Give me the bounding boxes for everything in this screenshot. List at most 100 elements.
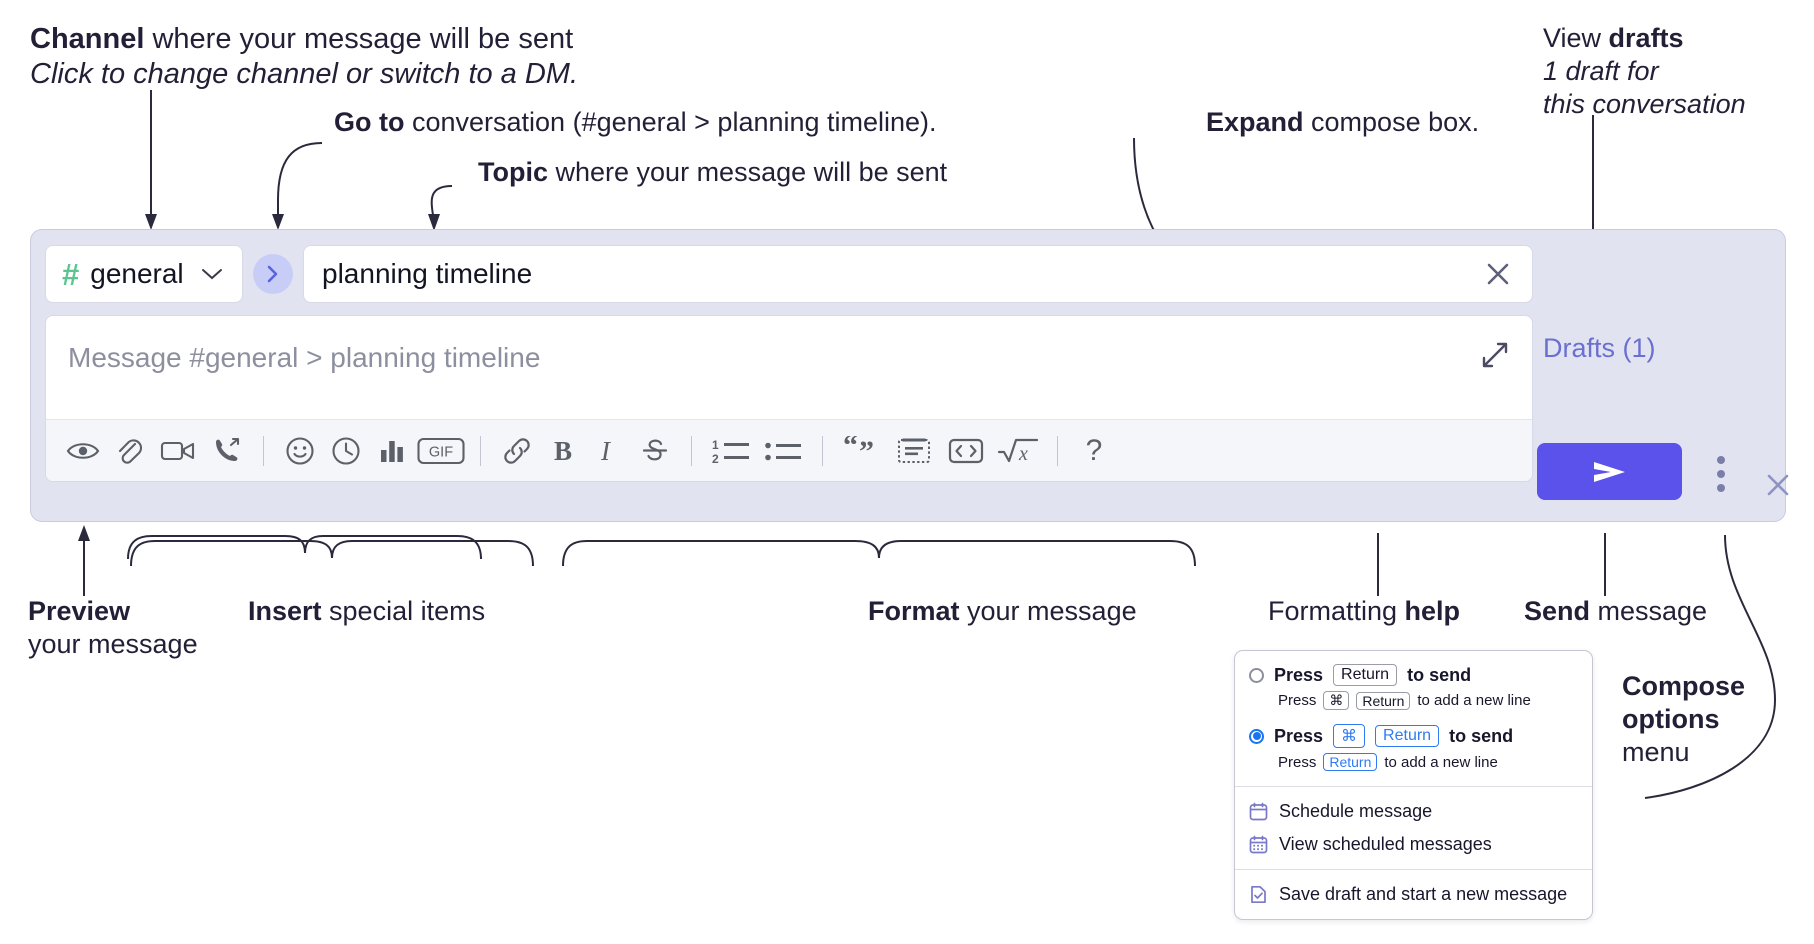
- blockquote-icon[interactable]: “”: [836, 428, 888, 474]
- latex-icon[interactable]: x: [992, 428, 1044, 474]
- attachment-icon[interactable]: [106, 428, 152, 474]
- svg-text:B: B: [554, 436, 572, 466]
- annotation-goto-rest: conversation (#general > planning timeli…: [404, 107, 937, 137]
- annotation-channel-bold: Channel: [30, 23, 145, 55]
- poll-icon[interactable]: [369, 428, 415, 474]
- kebab-dot: [1717, 484, 1725, 492]
- compose-inner: # general planning timeline M: [45, 244, 1533, 482]
- formatting-help-icon[interactable]: ?: [1085, 433, 1103, 467]
- compose-options-button[interactable]: [1707, 452, 1735, 496]
- annotation-channel: Channel where your message will be sent …: [30, 22, 670, 93]
- kebab-dot: [1717, 456, 1725, 464]
- svg-text:1: 1: [712, 438, 719, 452]
- svg-text:GIF: GIF: [429, 444, 453, 460]
- save-draft-icon: [1249, 885, 1268, 904]
- radio-selected[interactable]: [1249, 728, 1264, 744]
- radio-unselected[interactable]: [1249, 667, 1264, 683]
- toolbar-separator: [263, 435, 264, 466]
- menu-item-schedule-message[interactable]: Schedule message: [1235, 795, 1592, 828]
- annotation-expand: Expand compose box.: [1206, 106, 1479, 139]
- hash-icon: #: [62, 256, 80, 292]
- svg-text:2: 2: [712, 452, 719, 466]
- message-placeholder: Message #general > planning timeline: [68, 342, 541, 373]
- kebab-dot: [1717, 470, 1725, 478]
- bulleted-list-icon[interactable]: [757, 428, 809, 474]
- preview-icon[interactable]: [60, 428, 106, 474]
- code-block-icon[interactable]: [888, 428, 940, 474]
- toolbar-separator: [1057, 435, 1058, 466]
- hint-pre: Press: [1278, 753, 1317, 771]
- annotation-format: Format your message: [868, 595, 1137, 628]
- svg-text:“: “: [843, 436, 858, 462]
- key-command: ⌘: [1323, 691, 1350, 710]
- annotation-send: Send message: [1524, 595, 1707, 628]
- calendar-grid-icon: [1249, 835, 1268, 854]
- send-option-cmd-pre: Press: [1274, 725, 1324, 746]
- send-shortcut-options: Press Return to send Press ⌘ Return to a…: [1235, 651, 1592, 786]
- annotation-insert: Insert special items: [248, 595, 485, 628]
- annotation-drafts-line3: this conversation: [1543, 88, 1746, 119]
- close-compose-icon[interactable]: [1761, 468, 1795, 502]
- go-to-conversation-button[interactable]: [253, 254, 293, 294]
- video-icon[interactable]: [152, 428, 204, 474]
- compose-options-menu: Press Return to send Press ⌘ Return to a…: [1234, 650, 1593, 920]
- clear-topic-icon[interactable]: [1482, 258, 1514, 290]
- hint-pre: Press: [1278, 692, 1317, 709]
- emoji-icon[interactable]: [277, 428, 323, 474]
- compose-header-row: # general planning timeline: [45, 244, 1533, 304]
- hint-post: to add a new line: [1417, 692, 1531, 709]
- hint-post: to add a new line: [1384, 753, 1498, 771]
- annotation-channel-rest: where your message will be sent: [144, 23, 574, 55]
- gif-icon[interactable]: GIF: [415, 428, 467, 474]
- strikethrough-icon[interactable]: [632, 428, 678, 474]
- annotation-topic: Topic where your message will be sent: [478, 156, 947, 189]
- key-command: ⌘: [1333, 724, 1366, 748]
- annotation-insert-rest: special items: [321, 596, 486, 626]
- send-button[interactable]: [1537, 443, 1682, 500]
- expand-icon[interactable]: [1480, 340, 1510, 370]
- chevron-right-icon: [267, 265, 278, 283]
- annotation-formatting-help: Formatting help: [1268, 595, 1460, 628]
- channel-name-label: general: [90, 258, 184, 289]
- annotation-send-bold: Send: [1524, 596, 1591, 626]
- send-option-cmd-hint: Press Return to add a new line: [1235, 750, 1592, 777]
- menu-divider: [1235, 786, 1592, 787]
- annotation-insert-bold: Insert: [248, 596, 322, 626]
- formatting-toolbar: GIF B I: [46, 419, 1532, 481]
- clock-icon[interactable]: [323, 428, 369, 474]
- svg-text:I: I: [600, 436, 612, 466]
- annotation-compose-options-line3: menu: [1622, 736, 1690, 767]
- inline-code-icon[interactable]: [940, 428, 992, 474]
- annotation-goto: Go to conversation (#general > planning …: [334, 106, 937, 139]
- annotation-preview-bold: Preview: [28, 596, 131, 626]
- bold-icon[interactable]: B: [540, 428, 586, 474]
- annotation-topic-rest: where your message will be sent: [548, 157, 948, 187]
- send-option-cmd-return[interactable]: Press ⌘ Return to send: [1235, 722, 1592, 750]
- send-icon: [1593, 461, 1625, 482]
- menu-item-save-draft[interactable]: Save draft and start a new message: [1235, 878, 1592, 911]
- toolbar-separator: [691, 435, 692, 466]
- channel-selector[interactable]: # general: [45, 245, 243, 303]
- menu-item-view-scheduled-messages[interactable]: View scheduled messages: [1235, 828, 1592, 861]
- drafts-link[interactable]: Drafts (1): [1543, 333, 1656, 363]
- annotation-format-bold: Format: [868, 596, 960, 626]
- svg-text:”: ”: [859, 436, 874, 466]
- send-option-cmd-post: to send: [1449, 725, 1514, 746]
- annotation-format-rest: your message: [959, 596, 1137, 626]
- toolbar-separator: [822, 435, 823, 466]
- annotation-expand-rest: compose box.: [1303, 107, 1480, 137]
- schedule-section: Schedule message View scheduled messages: [1235, 787, 1592, 869]
- annotation-formatting-help-rest: Formatting: [1268, 596, 1405, 626]
- menu-divider: [1235, 869, 1592, 870]
- topic-input[interactable]: planning timeline: [303, 245, 1533, 303]
- annotation-topic-bold: Topic: [478, 157, 548, 187]
- phone-forward-icon[interactable]: [204, 428, 250, 474]
- link-icon[interactable]: [494, 428, 540, 474]
- send-option-return-hint: Press ⌘ Return to add a new line: [1235, 688, 1592, 716]
- menu-item-label: Schedule message: [1279, 801, 1433, 821]
- italic-icon[interactable]: I: [586, 428, 632, 474]
- send-option-return[interactable]: Press Return to send: [1235, 662, 1592, 688]
- annotation-expand-bold: Expand: [1206, 107, 1304, 137]
- message-input-box[interactable]: Message #general > planning timeline: [45, 315, 1533, 482]
